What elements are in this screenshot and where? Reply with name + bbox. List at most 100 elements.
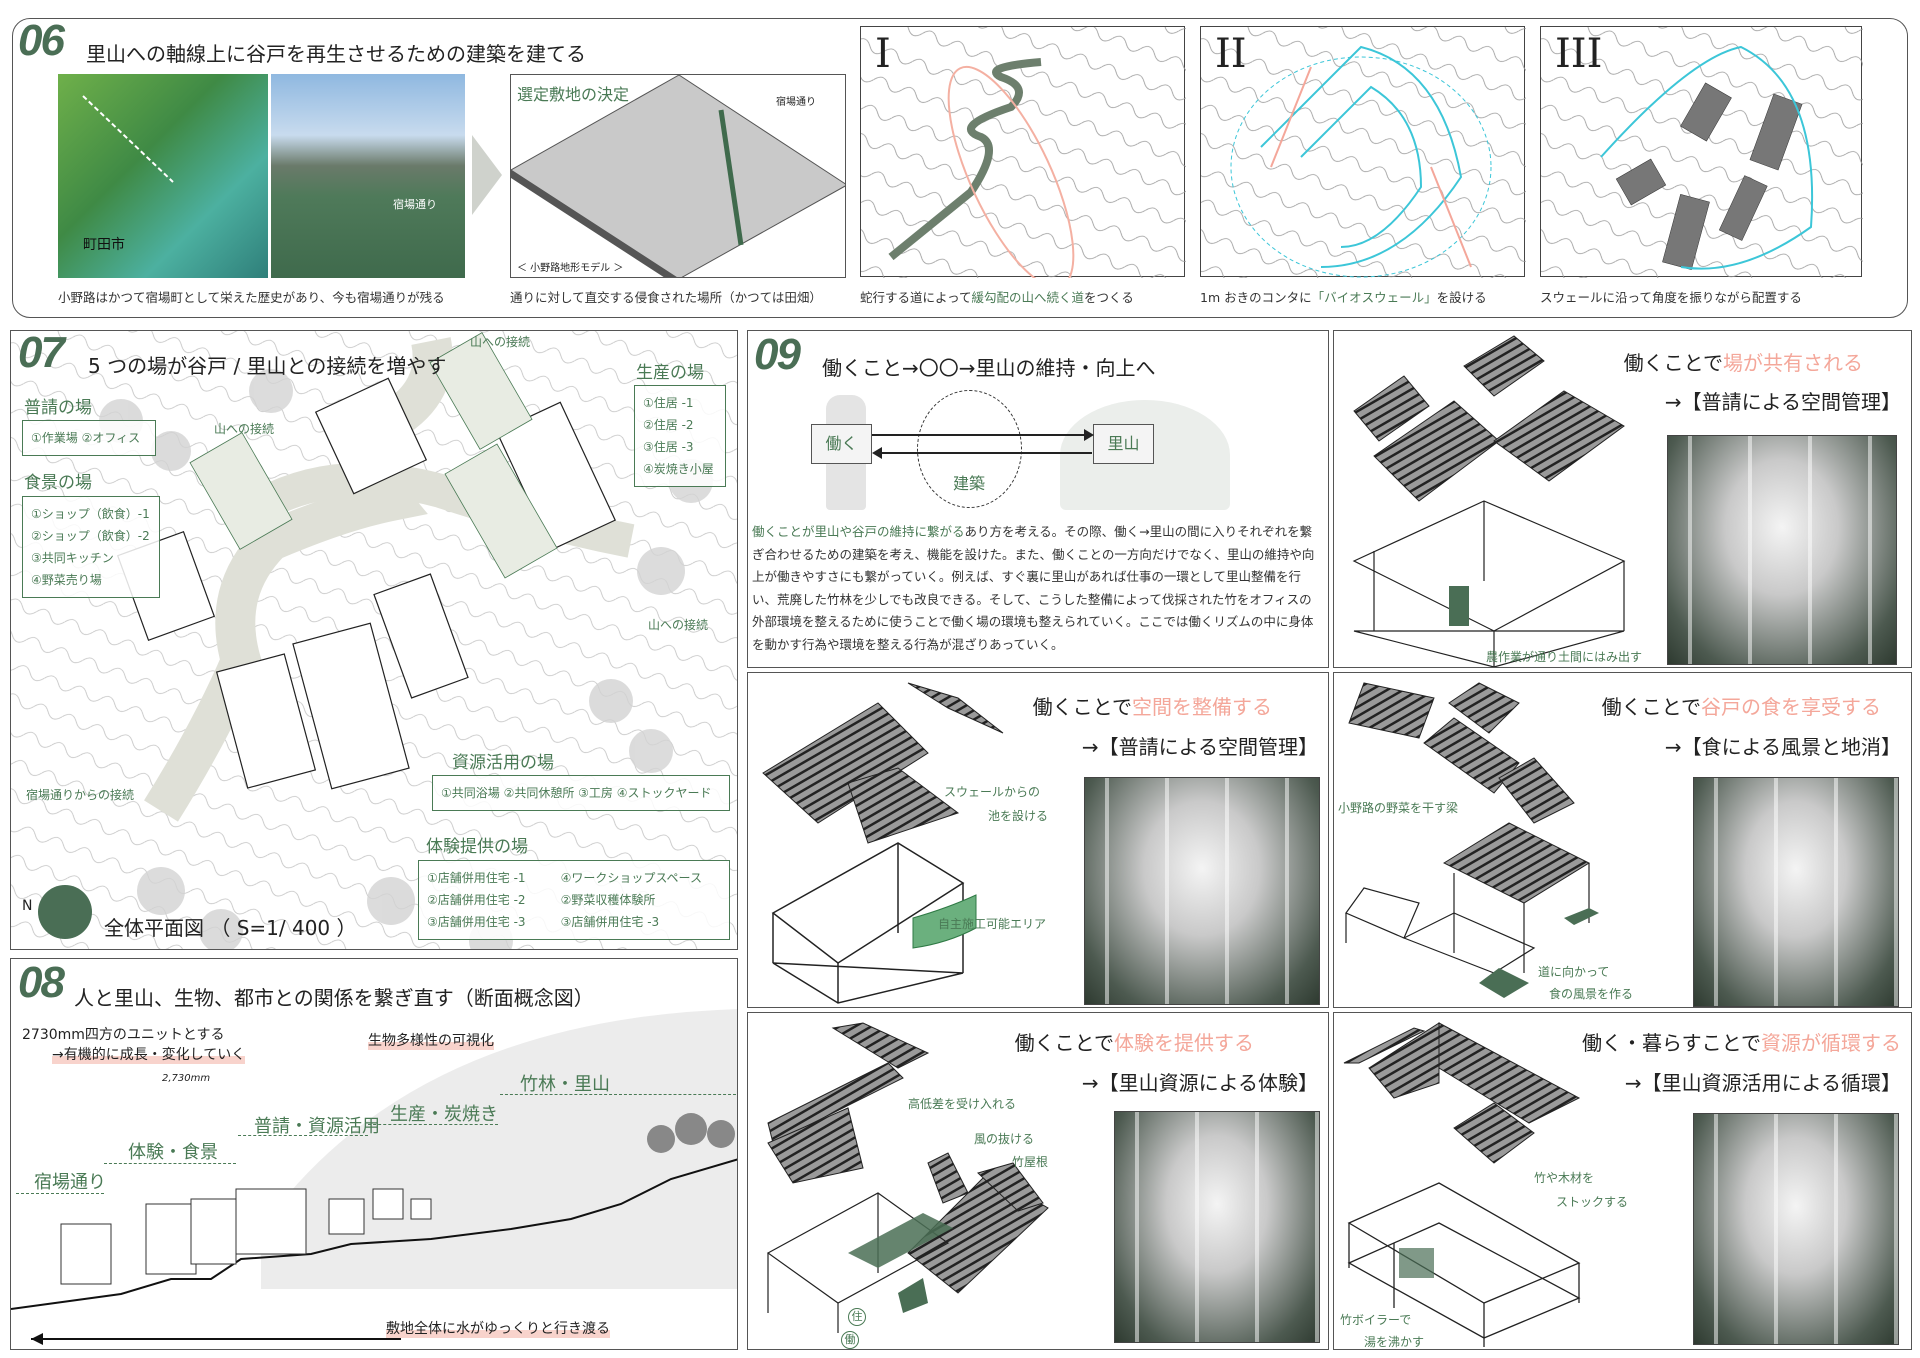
annotation: 自主施工可能エリア [938, 917, 1047, 931]
annotation: 農作業が通り土間にはみ出す [1486, 650, 1643, 664]
map-image: 町田市 [58, 74, 268, 278]
panel-subtitle: →【普請による空間管理】 [1081, 735, 1318, 759]
zone-divider [500, 1094, 736, 1095]
step-III-caption: スウェールに沿って角度を振りながら配置する [1540, 290, 1802, 305]
section-number: 07 [18, 328, 65, 377]
zone-label: 宿場通り [34, 1172, 106, 1193]
annotation: 池を設ける [988, 809, 1049, 823]
panel-experience: 働くことで体験を提供する →【里山資源による体験】 高低差を受け入れる 風の抜け… [747, 1012, 1329, 1350]
satoyama-box: 里山 [1093, 424, 1154, 464]
annotation: 道に向かって [1538, 965, 1610, 979]
step-II-caption: 1m おきのコンタに「バイオスウェール」を設ける [1200, 290, 1487, 305]
water-note: 敷地全体に水がゆっくりと行き渡る [386, 1318, 610, 1338]
model-caption: ＜ 小野路地形モデル ＞ [517, 263, 624, 274]
annotation: 竹や木材を [1534, 1171, 1595, 1185]
unit-note: 2730mm四方のユニットとする [22, 1027, 225, 1043]
dimension-label: 2,730mm [162, 1073, 211, 1084]
step-roman: III [1555, 31, 1603, 77]
section-08 [10, 958, 738, 1350]
section-number: 06 [18, 16, 65, 65]
growth-note: →有機的に成長・変化していく [52, 1044, 246, 1064]
panel-title: 働くことで空間を整備する [1032, 695, 1272, 719]
step-III-diagram: III [1540, 26, 1863, 278]
zone-label: 竹林・里山 [520, 1074, 610, 1095]
group-head-shokkei: 食景の場 [24, 473, 92, 493]
biodiversity-note: 生物多様性の可視化 [368, 1030, 494, 1050]
arrow-label: 山への接続 [648, 618, 709, 632]
dwelling-marker: 住 [848, 1308, 866, 1326]
isometric-drawing [1343, 1022, 1581, 1347]
annotation: ストックする [1556, 1195, 1629, 1209]
section-title: 里山への軸線上に谷戸を再生させるための建築を建てる [86, 42, 586, 66]
zone-label: 普請・資源活用 [254, 1116, 380, 1137]
section-number: 09 [754, 330, 801, 379]
section-title: 人と里山、生物、都市との関係を繋ぎ直す（断面概念図） [74, 986, 594, 1010]
isometric-drawing [766, 1022, 1049, 1333]
panel-title: 働くことで場が共有される [1623, 351, 1863, 375]
caption-site: 通りに対して直交する侵食された場所（かつては田畑） [510, 290, 822, 305]
panel-title: 働く・暮らすことで資源が循環する [1582, 1031, 1901, 1055]
group-head-seisan: 生産の場 [636, 363, 704, 383]
plan-title: 全体平面図 （ S=1/ 400 ） [104, 916, 357, 940]
annotation: スウェールからの [944, 785, 1041, 799]
annotation: 食の風景を作る [1549, 987, 1634, 1001]
group-head-fushin: 普請の場 [24, 398, 92, 418]
isometric-drawing [1352, 335, 1626, 667]
group-head-taiken: 体験提供の場 [426, 837, 528, 857]
panel-title: 働くことで谷戸の食を享受する [1601, 695, 1881, 719]
annotation: 湯を沸かす [1364, 1335, 1425, 1349]
step-roman: II [1215, 31, 1247, 77]
north-compass-icon [38, 885, 92, 939]
interior-render [1693, 777, 1899, 1007]
caption-history: 小野路はかつて宿場町として栄えた歴史があり、今も宿場通りが残る [58, 290, 445, 305]
annotation: 高低差を受け入れる [908, 1097, 1017, 1111]
annotation: 竹ボイラーで [1340, 1313, 1412, 1327]
zone-label: 体験・食景 [128, 1142, 218, 1163]
zone-divider [238, 1135, 368, 1136]
group-box-shigen: ①共同浴場 ②共同休憩所 ③工房 ④ストックヤード [432, 775, 730, 811]
arrow-left [880, 452, 1092, 454]
panel-shared-space: 働くことで場が共有される →【普請による空間管理】 農作業が通り土間にはみ出す [1333, 330, 1912, 668]
zone-divider [368, 1124, 498, 1125]
zone-divider [16, 1193, 104, 1194]
model-title: 選定敷地の決定 [517, 85, 630, 104]
panel-subtitle: →【食による風景と地消】 [1664, 735, 1901, 759]
isometric-drawing [1345, 682, 1599, 998]
panel-title: 働くことで体験を提供する [1014, 1031, 1254, 1055]
interior-render [1084, 777, 1320, 1005]
arrow-right-head-icon [1084, 429, 1094, 441]
panel-resource-cycle: 働く・暮らすことで資源が循環する →【里山資源活用による循環】 竹や木材を スト… [1333, 1012, 1912, 1350]
arrow-left-head-icon [872, 447, 882, 459]
panel-subtitle: →【里山資源活用による循環】 [1624, 1071, 1901, 1095]
architecture-circle [917, 390, 1022, 508]
section-number: 08 [18, 958, 65, 1007]
step-I-diagram: I [860, 26, 1186, 289]
annotation: 風の抜ける [974, 1132, 1035, 1146]
work-marker: 働 [841, 1331, 859, 1349]
step-II-diagram: II [1200, 26, 1526, 278]
arrow-right-icon [472, 135, 502, 215]
panel-space-maintenance: 働くことで空間を整備する →【普請による空間管理】 スウェールからの 池を設ける… [747, 672, 1329, 1008]
street-photo: 宿場通り [271, 74, 465, 278]
isometric-drawing [762, 682, 1004, 1004]
panel-subtitle: →【普請による空間管理】 [1664, 390, 1901, 414]
arrow-right [872, 434, 1086, 436]
annotation: 小野路の野菜を干す梁 [1338, 801, 1459, 815]
north-label: N [22, 898, 33, 914]
interior-render [1693, 1113, 1899, 1345]
street-label: 宿場通り [393, 198, 437, 211]
section-title: 働くこと→〇〇→里山の維持・向上へ [822, 356, 1156, 380]
step-I-caption: 蛇行する道によって緩勾配の山へ続く道をつくる [860, 290, 1134, 305]
interior-render [1114, 1111, 1320, 1343]
annotation: 竹屋根 [1012, 1155, 1049, 1169]
panel-subtitle: →【里山資源による体験】 [1081, 1071, 1318, 1095]
work-box: 働く [811, 424, 872, 464]
step-roman: I [875, 31, 891, 77]
group-box-fushin: ①作業場 ②オフィス [22, 420, 156, 456]
section-title: 5 つの場が谷戸 / 里山との接続を増やす [88, 354, 447, 378]
arrow-label: 宿場通りからの接続 [26, 788, 135, 802]
map-label: 町田市 [83, 237, 125, 253]
model-pointer: 宿場通り [776, 97, 816, 108]
